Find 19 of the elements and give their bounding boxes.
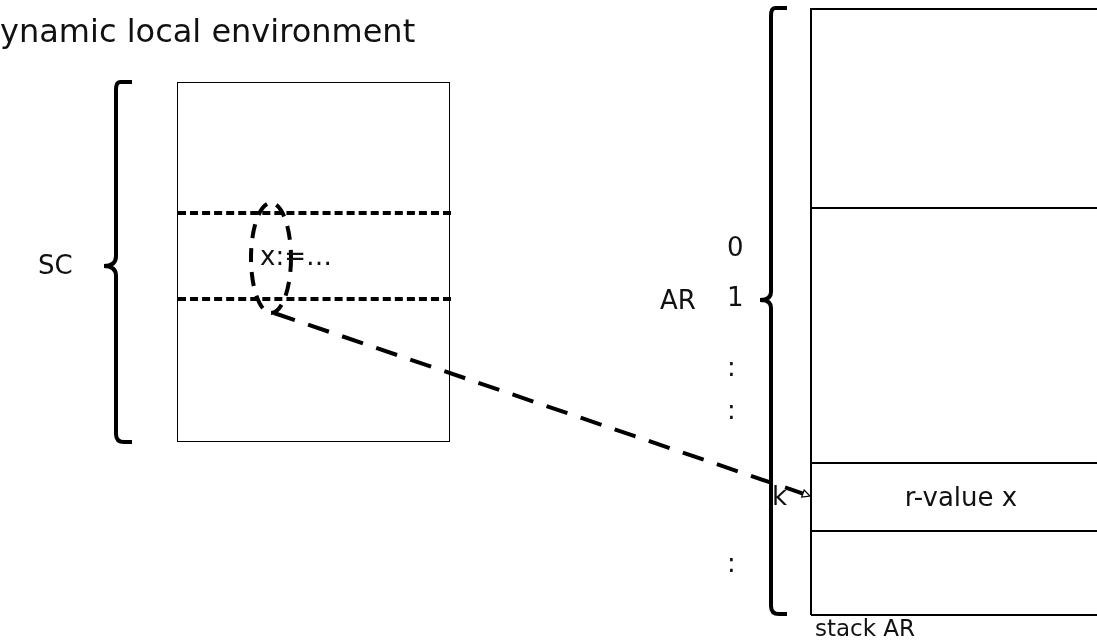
- cell-text: r-value x: [904, 482, 1018, 512]
- title: ynamic local environment: [0, 12, 416, 50]
- row-index: k: [772, 481, 788, 511]
- index-label: 0: [727, 232, 744, 262]
- stack-box: [810, 8, 1097, 615]
- ellipsis-label: :: [727, 395, 736, 425]
- code-box: [177, 82, 450, 442]
- brace-label: SC: [38, 250, 73, 280]
- dashed-arrow: [273, 311, 811, 498]
- ellipsis-label: :: [727, 548, 736, 578]
- ellipsis-label: :: [727, 352, 736, 382]
- index-label: 1: [727, 282, 744, 312]
- stack-cell: [811, 531, 1097, 616]
- stack-cell: [811, 208, 1097, 463]
- brace-label: AR: [660, 285, 696, 315]
- stack-label: stack AR: [815, 616, 916, 641]
- code-band: [178, 211, 451, 301]
- stack-cell: [811, 9, 1097, 208]
- stack-cell: [811, 463, 1097, 531]
